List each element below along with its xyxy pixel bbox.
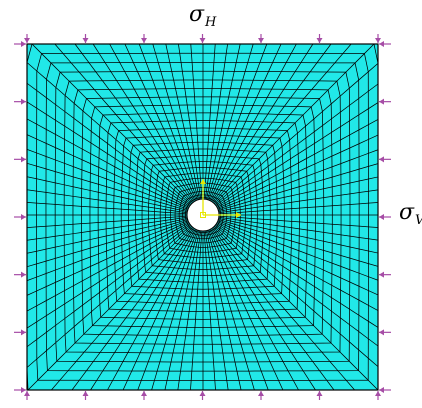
right-load-arrow-head: [379, 271, 384, 278]
axis-triad: [200, 179, 241, 218]
top-load-arrow-head: [24, 38, 30, 43]
top-load-arrow-head: [82, 38, 89, 43]
label-sigma-v: σV: [399, 200, 422, 228]
sigma-h-subscript: H: [205, 15, 217, 30]
left-load-arrow-head: [21, 271, 26, 278]
top-load-arrow-head: [141, 38, 147, 43]
bottom-load-arrow-head: [82, 391, 89, 396]
x-axis-arrowhead: [236, 212, 241, 218]
left-load-arrow-head: [21, 214, 26, 220]
right-load-arrow-head: [379, 98, 384, 105]
mesh-rays: [26, 43, 379, 391]
bottom-load-arrow-head: [199, 391, 206, 396]
top-load-arrow-head: [316, 38, 323, 43]
sigma-v-symbol: σ: [399, 200, 415, 225]
left-load-arrow-head: [21, 387, 26, 393]
bottom-load-arrow-head: [141, 391, 147, 396]
origin-marker: [200, 212, 206, 218]
left-load-arrow-head: [21, 156, 26, 163]
label-sigma-h: σH: [189, 2, 217, 30]
right-load-arrow-head: [379, 156, 384, 163]
right-load-arrow-head: [379, 214, 384, 220]
y-axis-arrowhead: [200, 179, 206, 184]
sigma-v-subscript: V: [415, 213, 422, 228]
bottom-load-arrow-head: [316, 391, 323, 396]
right-load-arrow-head: [379, 329, 384, 336]
left-load-arrow-head: [21, 329, 26, 336]
left-load-arrow-head: [21, 41, 26, 47]
load-arrows: [14, 34, 391, 400]
top-load-arrow-head: [375, 38, 381, 43]
bottom-load-arrow-head: [258, 391, 264, 396]
sigma-h-symbol: σ: [189, 2, 205, 27]
left-load-arrow-head: [21, 98, 26, 105]
bottom-load-arrow-head: [375, 391, 381, 396]
right-load-arrow-head: [379, 41, 384, 47]
top-load-arrow-head: [199, 38, 206, 43]
top-load-arrow-head: [258, 38, 264, 43]
bottom-load-arrow-head: [24, 391, 30, 396]
right-load-arrow-head: [379, 387, 384, 393]
mesh-lines: [26, 43, 379, 391]
